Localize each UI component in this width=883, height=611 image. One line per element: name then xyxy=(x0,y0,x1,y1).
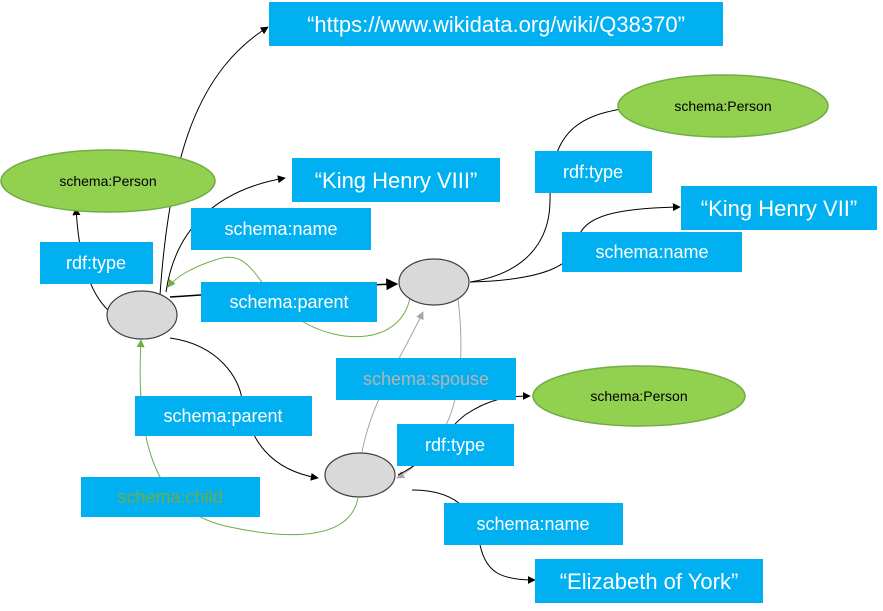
label-rdf-type-bottom: rdf:type xyxy=(425,435,485,455)
label-name-bottom-box[interactable] xyxy=(444,503,623,545)
resource-nodes xyxy=(106,258,470,498)
literal-elizabeth-box[interactable] xyxy=(535,559,763,603)
class-person-top-right-label: schema:Person xyxy=(674,98,771,114)
label-child: schema:child xyxy=(117,487,222,507)
label-parent-top: schema:parent xyxy=(229,292,348,312)
label-rdf-type-right: rdf:type xyxy=(563,162,623,182)
label-rdf-type-left: rdf:type xyxy=(66,253,126,273)
label-name-left-box[interactable] xyxy=(191,208,371,250)
class-person-left[interactable] xyxy=(0,149,216,213)
literal-wikidata-url: “https://www.wikidata.org/wiki/Q38370” xyxy=(307,12,685,37)
label-parent-top-box[interactable] xyxy=(201,282,377,322)
class-person-mid-right-label: schema:Person xyxy=(590,388,687,404)
class-person-left-label: schema:Person xyxy=(59,173,156,189)
class-person-top-right[interactable] xyxy=(617,74,829,138)
class-person-mid-right[interactable] xyxy=(532,365,746,427)
label-name-right-box[interactable] xyxy=(562,232,742,272)
label-rdf-type-right-box[interactable] xyxy=(535,151,652,193)
class-nodes: schema:Person schema:Person schema:Perso… xyxy=(0,74,829,427)
literal-boxes: “https://www.wikidata.org/wiki/Q38370” “… xyxy=(269,2,877,603)
node-henry-vii[interactable] xyxy=(398,258,470,306)
label-child-box[interactable] xyxy=(81,477,260,517)
node-henry-viii[interactable] xyxy=(106,290,178,340)
edge-henry8-to-url xyxy=(159,26,269,296)
label-name-bottom: schema:name xyxy=(476,514,589,534)
literal-henry-viii-box[interactable] xyxy=(292,158,500,202)
node-elizabeth[interactable] xyxy=(324,452,396,498)
edge-henry7-spouse-elizabeth xyxy=(396,297,462,479)
label-spouse-box[interactable] xyxy=(336,358,516,400)
literal-henry-vii-box[interactable] xyxy=(681,186,877,230)
label-spouse: schema:spouse xyxy=(363,369,489,389)
edge-henry7-type xyxy=(469,105,629,283)
label-rdf-type-bottom-box[interactable] xyxy=(397,424,514,466)
label-name-right: schema:name xyxy=(595,242,708,262)
label-parent-bottom: schema:parent xyxy=(163,406,282,426)
literal-henry-viii: “King Henry VIII” xyxy=(315,168,478,193)
label-parent-bottom-box[interactable] xyxy=(135,396,312,436)
label-name-left: schema:name xyxy=(224,219,337,239)
literal-henry-vii: “King Henry VII” xyxy=(701,196,858,221)
literal-elizabeth: “Elizabeth of York” xyxy=(560,569,739,594)
literal-wikidata-url-box[interactable] xyxy=(269,2,723,46)
label-rdf-type-left-box[interactable] xyxy=(40,242,153,284)
edge-label-boxes: rdf:type schema:name schema:parent rdf:t… xyxy=(40,151,742,545)
